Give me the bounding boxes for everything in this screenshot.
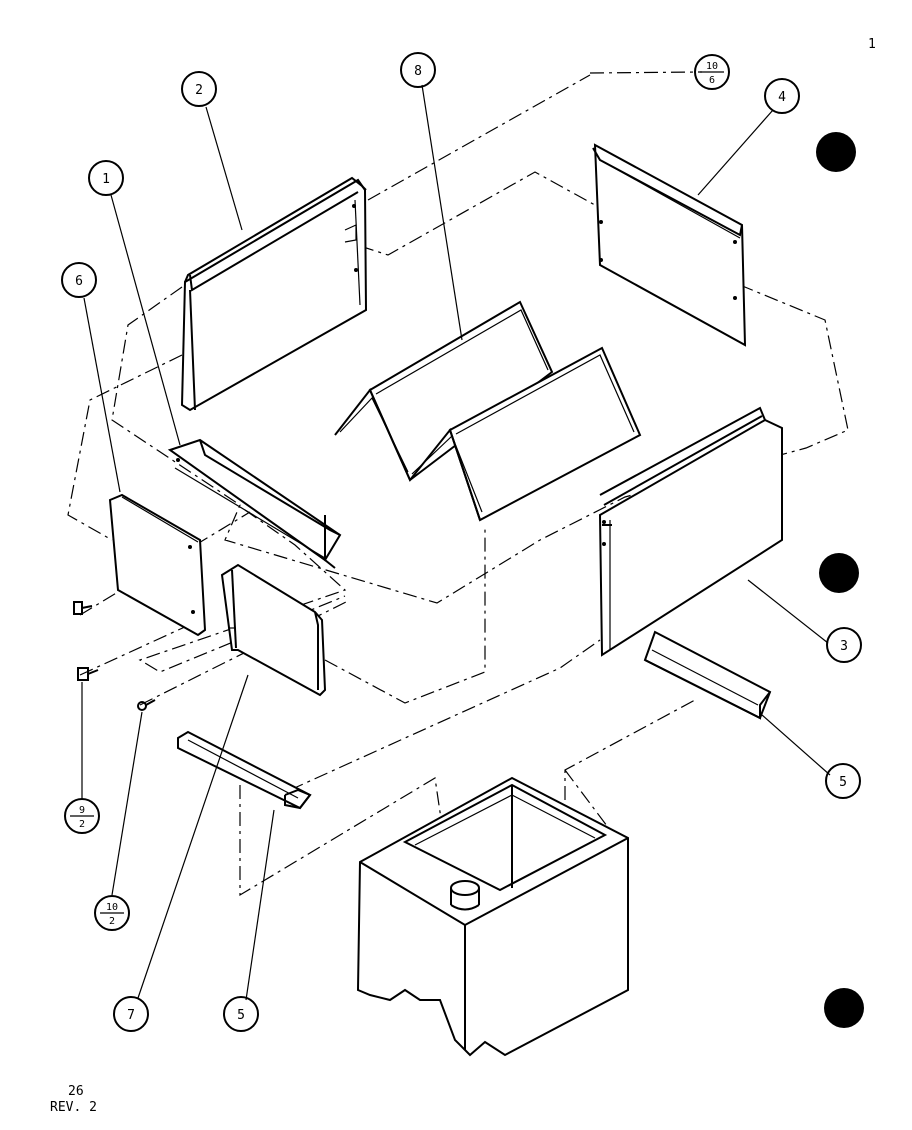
callout-5-left: 5 [223,996,259,1032]
callout-3: 3 [826,627,862,663]
base-unit-cabinet [356,776,629,1057]
svg-text:5: 5 [237,1008,245,1023]
callout-8: 8 [400,52,436,88]
svg-text:2: 2 [109,916,115,927]
callout-7: 7 [113,996,149,1032]
rail-part-5-left [177,730,312,810]
filter-part-8 [334,300,642,522]
margin-mark: 1 [868,37,876,52]
svg-text:5: 5 [839,775,847,790]
svg-text:10: 10 [106,902,118,913]
callout-5-right: 5 [825,763,861,799]
svg-text:8: 8 [414,64,422,79]
binder-hole-top [816,132,856,172]
panel-part-4 [592,143,747,347]
panel-part-3 [598,406,783,657]
leader-lines [81,84,831,1001]
svg-text:7: 7 [127,1008,135,1023]
fraction-callout-9-2: 9 2 [64,798,100,834]
svg-text:1: 1 [102,172,110,187]
svg-text:2: 2 [195,83,203,98]
panel-part-6 [108,493,207,637]
svg-text:3: 3 [840,639,848,654]
callout-2: 2 [181,71,217,107]
callout-6: 6 [61,262,97,298]
screw-icons [73,601,156,711]
svg-text:2: 2 [79,819,85,830]
svg-text:6: 6 [75,274,83,289]
panel-part-7 [220,563,327,697]
svg-text:4: 4 [778,90,786,105]
binder-hole-bottom [824,988,864,1028]
callout-1: 1 [88,160,124,196]
binder-hole-middle [819,553,859,593]
fraction-callout-10-6: 10 6 [694,54,730,90]
page-number: 26 [68,1084,84,1099]
panel-part-2 [180,176,368,412]
rail-part-5-right [643,630,772,720]
rail-part-1 [167,438,342,569]
callout-4: 4 [764,78,800,114]
svg-text:10: 10 [706,61,718,72]
svg-text:9: 9 [79,805,85,816]
revision-label: REV. 2 [50,1100,97,1115]
svg-text:6: 6 [709,75,715,86]
fraction-callout-10-2: 10 2 [94,895,130,931]
